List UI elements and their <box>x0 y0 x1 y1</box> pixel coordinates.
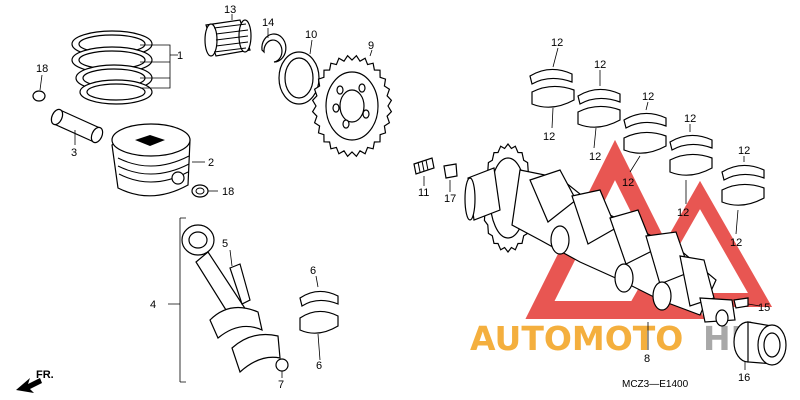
callout-6a: 6 <box>310 265 316 277</box>
thrust-washer <box>278 39 320 105</box>
callout-12: 12 <box>594 59 606 71</box>
callout-11: 11 <box>418 187 429 199</box>
piston-pin-clip-b <box>191 184 218 198</box>
callout-labels: 1 2 3 4 5 6 6 7 8 9 10 11 14 13 15 16 17… <box>36 4 770 391</box>
callout-17: 17 <box>444 193 456 205</box>
piston <box>111 123 205 197</box>
crankshaft-main-bearings <box>529 47 765 235</box>
callout-8: 8 <box>644 353 650 365</box>
callout-15: 15 <box>758 302 770 314</box>
callout-13: 13 <box>224 4 236 16</box>
cam-sprocket <box>311 49 393 158</box>
main-bearing-2 <box>577 70 621 149</box>
callout-12: 12 <box>677 207 689 219</box>
diagram-code: MCZ3—E1400 <box>622 379 689 390</box>
callout-14: 14 <box>262 17 274 29</box>
needle-bearing <box>204 14 252 57</box>
crankshaft <box>464 143 736 350</box>
front-direction-arrow: FR. <box>16 369 54 393</box>
callout-7: 7 <box>278 379 284 391</box>
callout-18b: 18 <box>222 186 234 198</box>
callout-6b: 6 <box>316 360 322 372</box>
rod-bearings <box>299 275 339 361</box>
snap-ring <box>261 28 287 63</box>
callout-1: 1 <box>177 50 183 62</box>
callout-12: 12 <box>684 113 696 125</box>
callout-10: 10 <box>305 29 317 41</box>
piston-pin-clip-a <box>32 74 46 102</box>
callout-3: 3 <box>71 147 77 159</box>
dowel-pin <box>443 163 458 192</box>
callout-12: 12 <box>738 145 750 157</box>
connecting-rod-assembly <box>168 217 289 383</box>
callout-12: 12 <box>730 237 742 249</box>
piston-rings <box>71 30 178 105</box>
main-bearing-1 <box>529 47 575 129</box>
main-bearing-5 <box>721 156 765 235</box>
callout-16: 16 <box>738 372 750 384</box>
woodruff-key <box>733 297 761 309</box>
callout-12: 12 <box>551 37 563 49</box>
piston-pin <box>50 108 104 145</box>
callout-12: 12 <box>589 151 601 163</box>
callout-9: 9 <box>368 40 374 52</box>
watermark-text-orange: AUTOMOTO <box>470 319 683 358</box>
main-bearing-3 <box>623 101 667 173</box>
spring <box>413 157 435 186</box>
callout-12: 12 <box>622 177 634 189</box>
ball-bearing <box>733 321 787 370</box>
callout-4: 4 <box>150 299 156 311</box>
callout-5: 5 <box>222 238 228 250</box>
front-arrow-label: FR. <box>36 369 54 381</box>
main-bearing-4 <box>669 124 713 204</box>
callout-12: 12 <box>642 91 654 103</box>
callout-18a: 18 <box>36 63 48 75</box>
callout-2: 2 <box>208 157 214 169</box>
callout-12: 12 <box>543 131 555 143</box>
